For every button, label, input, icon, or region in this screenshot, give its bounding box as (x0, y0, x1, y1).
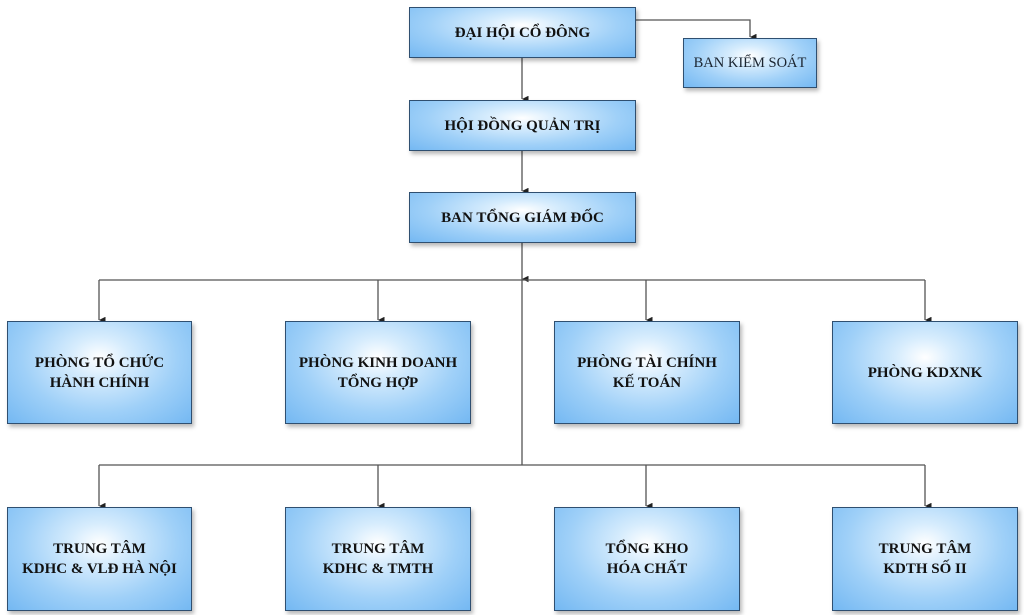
node-dept-business[interactable]: PHÒNG KINH DOANH TỔNG HỢP (285, 321, 471, 424)
node-label: PHÒNG TÀI CHÍNH KẾ TOÁN (577, 354, 717, 391)
node-board-of-directors[interactable]: HỘI ĐỒNG QUẢN TRỊ (409, 100, 636, 151)
node-label: HỘI ĐỒNG QUẢN TRỊ (444, 117, 601, 134)
node-label: TRUNG TÂM KDTH SỐ II (878, 541, 972, 577)
node-dept-admin[interactable]: PHÒNG TỔ CHỨC HÀNH CHÍNH (7, 321, 192, 424)
node-label: PHÒNG TỔ CHỨC HÀNH CHÍNH (34, 354, 165, 391)
node-label: ĐẠI HỘI CỔ ĐÔNG (454, 24, 591, 41)
node-label: BAN KIỂM SOÁT (693, 55, 807, 71)
node-label: TRUNG TÂM KDHC & TMTH (322, 541, 434, 577)
node-label: BAN TỔNG GIÁM ĐỐC (441, 209, 604, 226)
node-label: PHÒNG KINH DOANH TỔNG HỢP (298, 354, 458, 391)
node-center-kdth-2[interactable]: TRUNG TÂM KDTH SỐ II (832, 507, 1018, 611)
node-general-directorate[interactable]: BAN TỔNG GIÁM ĐỐC (409, 192, 636, 243)
node-shareholders-meeting[interactable]: ĐẠI HỘI CỔ ĐÔNG (409, 7, 636, 58)
node-label: TRUNG TÂM KDHC & VLĐ HÀ NỘI (22, 541, 177, 577)
node-label: PHÒNG KDXNK (867, 364, 983, 381)
edge-shareholders-supervisory (636, 19, 757, 41)
node-dept-import-export[interactable]: PHÒNG KDXNK (832, 321, 1018, 424)
node-supervisory-board[interactable]: BAN KIỂM SOÁT (683, 38, 817, 88)
node-center-tmth[interactable]: TRUNG TÂM KDHC & TMTH (285, 507, 471, 611)
node-center-hanoi[interactable]: TRUNG TÂM KDHC & VLĐ HÀ NỘI (7, 507, 192, 611)
node-dept-finance[interactable]: PHÒNG TÀI CHÍNH KẾ TOÁN (554, 321, 740, 424)
node-label: TỔNG KHO HÓA CHẤT (605, 541, 689, 577)
node-chemical-warehouse[interactable]: TỔNG KHO HÓA CHẤT (554, 507, 740, 611)
